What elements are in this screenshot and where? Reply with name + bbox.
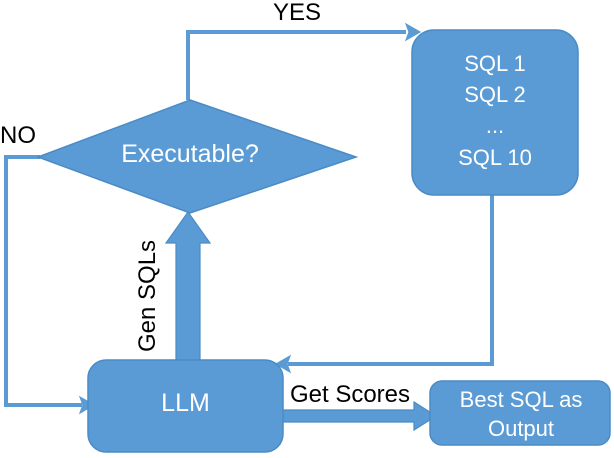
edge-label-no: NO [0,122,36,149]
node-best-sql-output[interactable] [429,380,611,446]
edge-get-scores-block-arrow [280,400,438,432]
edge-yes-connector [186,22,422,100]
edge-label-get-scores: Get Scores [289,381,411,408]
node-sql-list[interactable] [411,29,579,196]
edge-label-yes: YES [272,0,322,26]
edge-sqllist-to-llm-connector [274,190,494,374]
edge-no-connector [4,155,96,415]
edge-label-gen-sqls: Gen SQLs [134,239,161,352]
node-executable-decision[interactable] [35,99,359,214]
edge-gen-sqls-block-arrow [164,210,212,363]
node-llm[interactable] [87,359,284,453]
